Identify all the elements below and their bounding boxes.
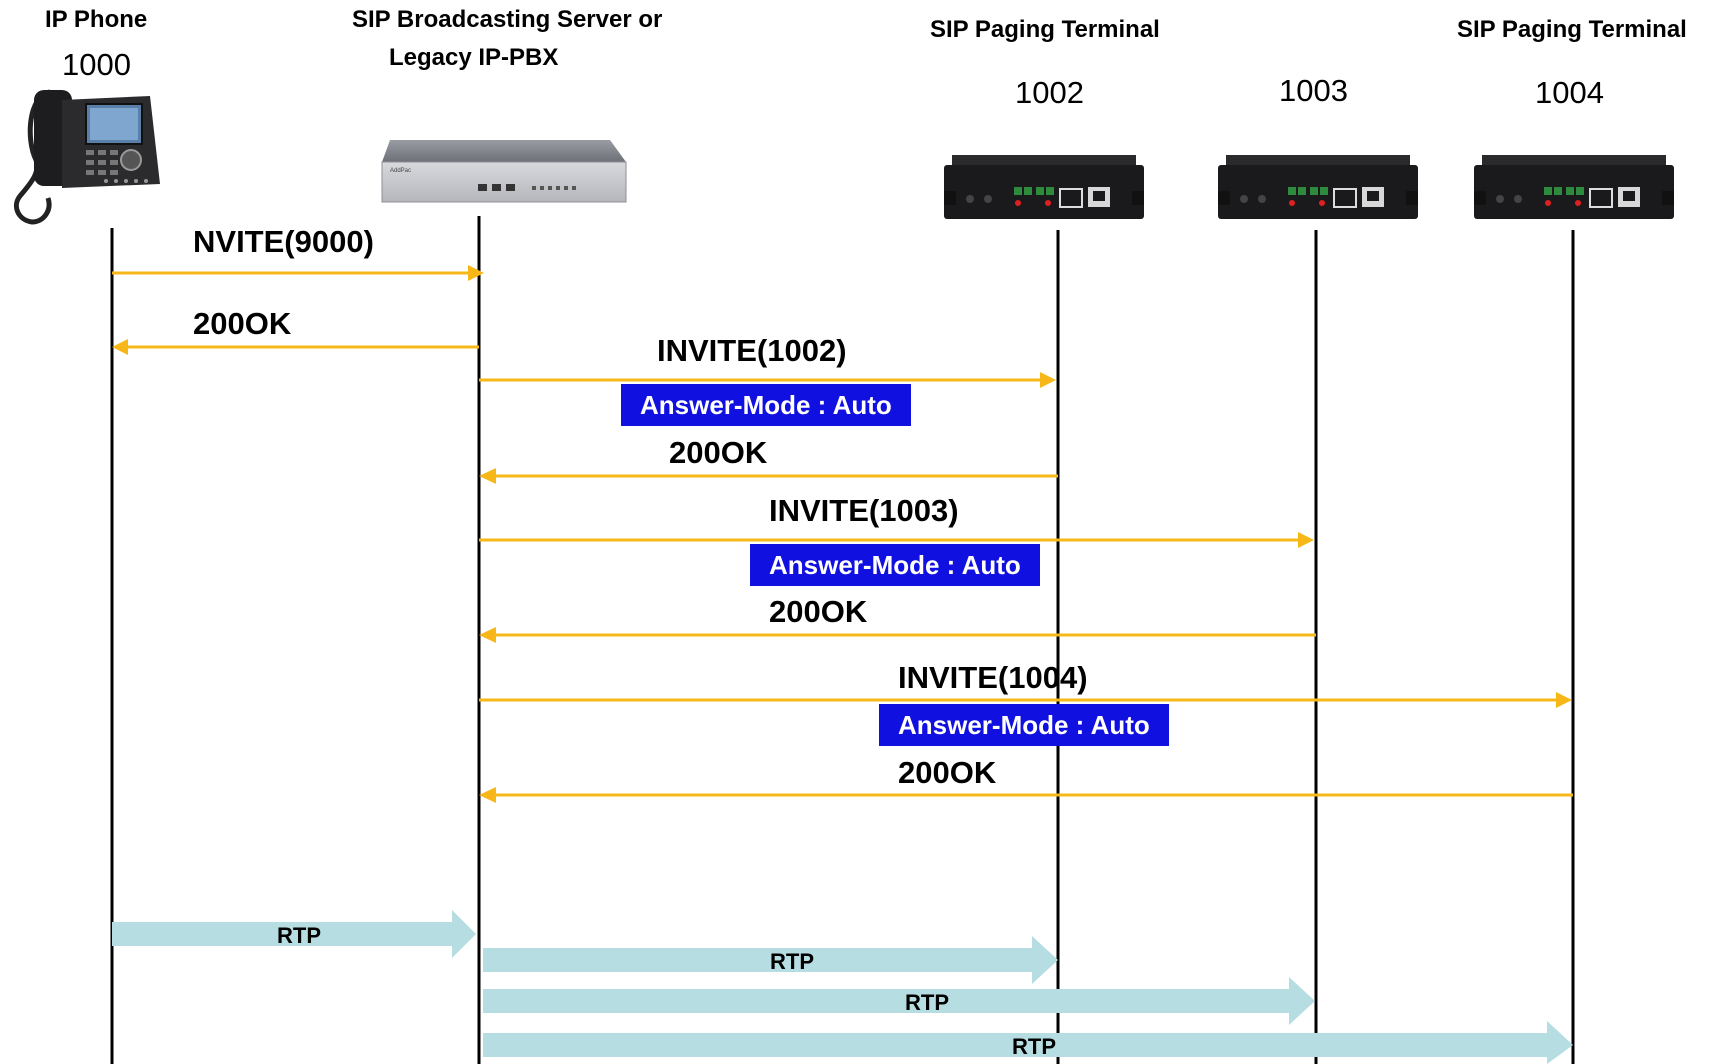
paging-terminal-icon — [1473, 154, 1675, 220]
message-label: 200OK — [898, 755, 997, 790]
message-label: 200OK — [669, 435, 768, 470]
rtp-label: RTP — [1012, 1034, 1056, 1059]
participant-header-ip-phone: IP Phone — [45, 6, 148, 33]
signal-arrow — [479, 787, 1573, 803]
participant-number-1002: 1002 — [1015, 75, 1084, 110]
message-label: 200OK — [193, 306, 292, 341]
rtp-arrow — [483, 1021, 1573, 1064]
answer-mode-badge: Answer-Mode : Auto — [879, 704, 1169, 746]
paging-terminal-icon — [1217, 154, 1419, 220]
rtp-arrow — [483, 936, 1058, 984]
message-label: INVITE(1004) — [898, 660, 1088, 695]
signaling-arrows — [112, 265, 1573, 803]
rtp-label: RTP — [905, 990, 949, 1015]
rtp-arrow — [483, 977, 1315, 1025]
message-label: 200OK — [769, 594, 868, 629]
signal-arrow — [479, 692, 1572, 708]
message-label: NVITE(9000) — [193, 224, 374, 259]
participant-number-1004: 1004 — [1535, 75, 1604, 110]
rtp-label: RTP — [770, 949, 814, 974]
participant-number-1003: 1003 — [1279, 73, 1348, 108]
signal-arrow — [479, 627, 1316, 643]
participant-header-terminal-b: SIP Paging Terminal — [1457, 16, 1687, 43]
lifelines — [110, 216, 1575, 1064]
ip-phone-icon — [14, 89, 160, 225]
signal-arrow — [112, 265, 484, 281]
signal-arrow — [479, 372, 1056, 388]
message-label: INVITE(1003) — [769, 493, 959, 528]
paging-terminal-icon — [944, 155, 1144, 219]
participant-number-1000: 1000 — [62, 47, 131, 82]
server-icon: AddPac — [381, 140, 627, 203]
signal-arrow — [479, 468, 1058, 484]
answer-mode-badge: Answer-Mode : Auto — [621, 384, 911, 426]
rtp-label: RTP — [277, 923, 321, 948]
participant-header-server-line2: Legacy IP-PBX — [389, 44, 559, 71]
answer-mode-badge: Answer-Mode : Auto — [750, 544, 1040, 586]
participant-header-server: SIP Broadcasting Server or — [352, 6, 663, 33]
rtp-arrow — [112, 910, 476, 958]
message-label: INVITE(1002) — [657, 333, 847, 368]
signal-arrow — [479, 532, 1314, 548]
svg-text:AddPac: AddPac — [390, 168, 411, 174]
signal-arrow — [112, 339, 479, 355]
rtp-arrows — [112, 910, 1573, 1064]
participant-header-terminal-a: SIP Paging Terminal — [930, 16, 1160, 43]
